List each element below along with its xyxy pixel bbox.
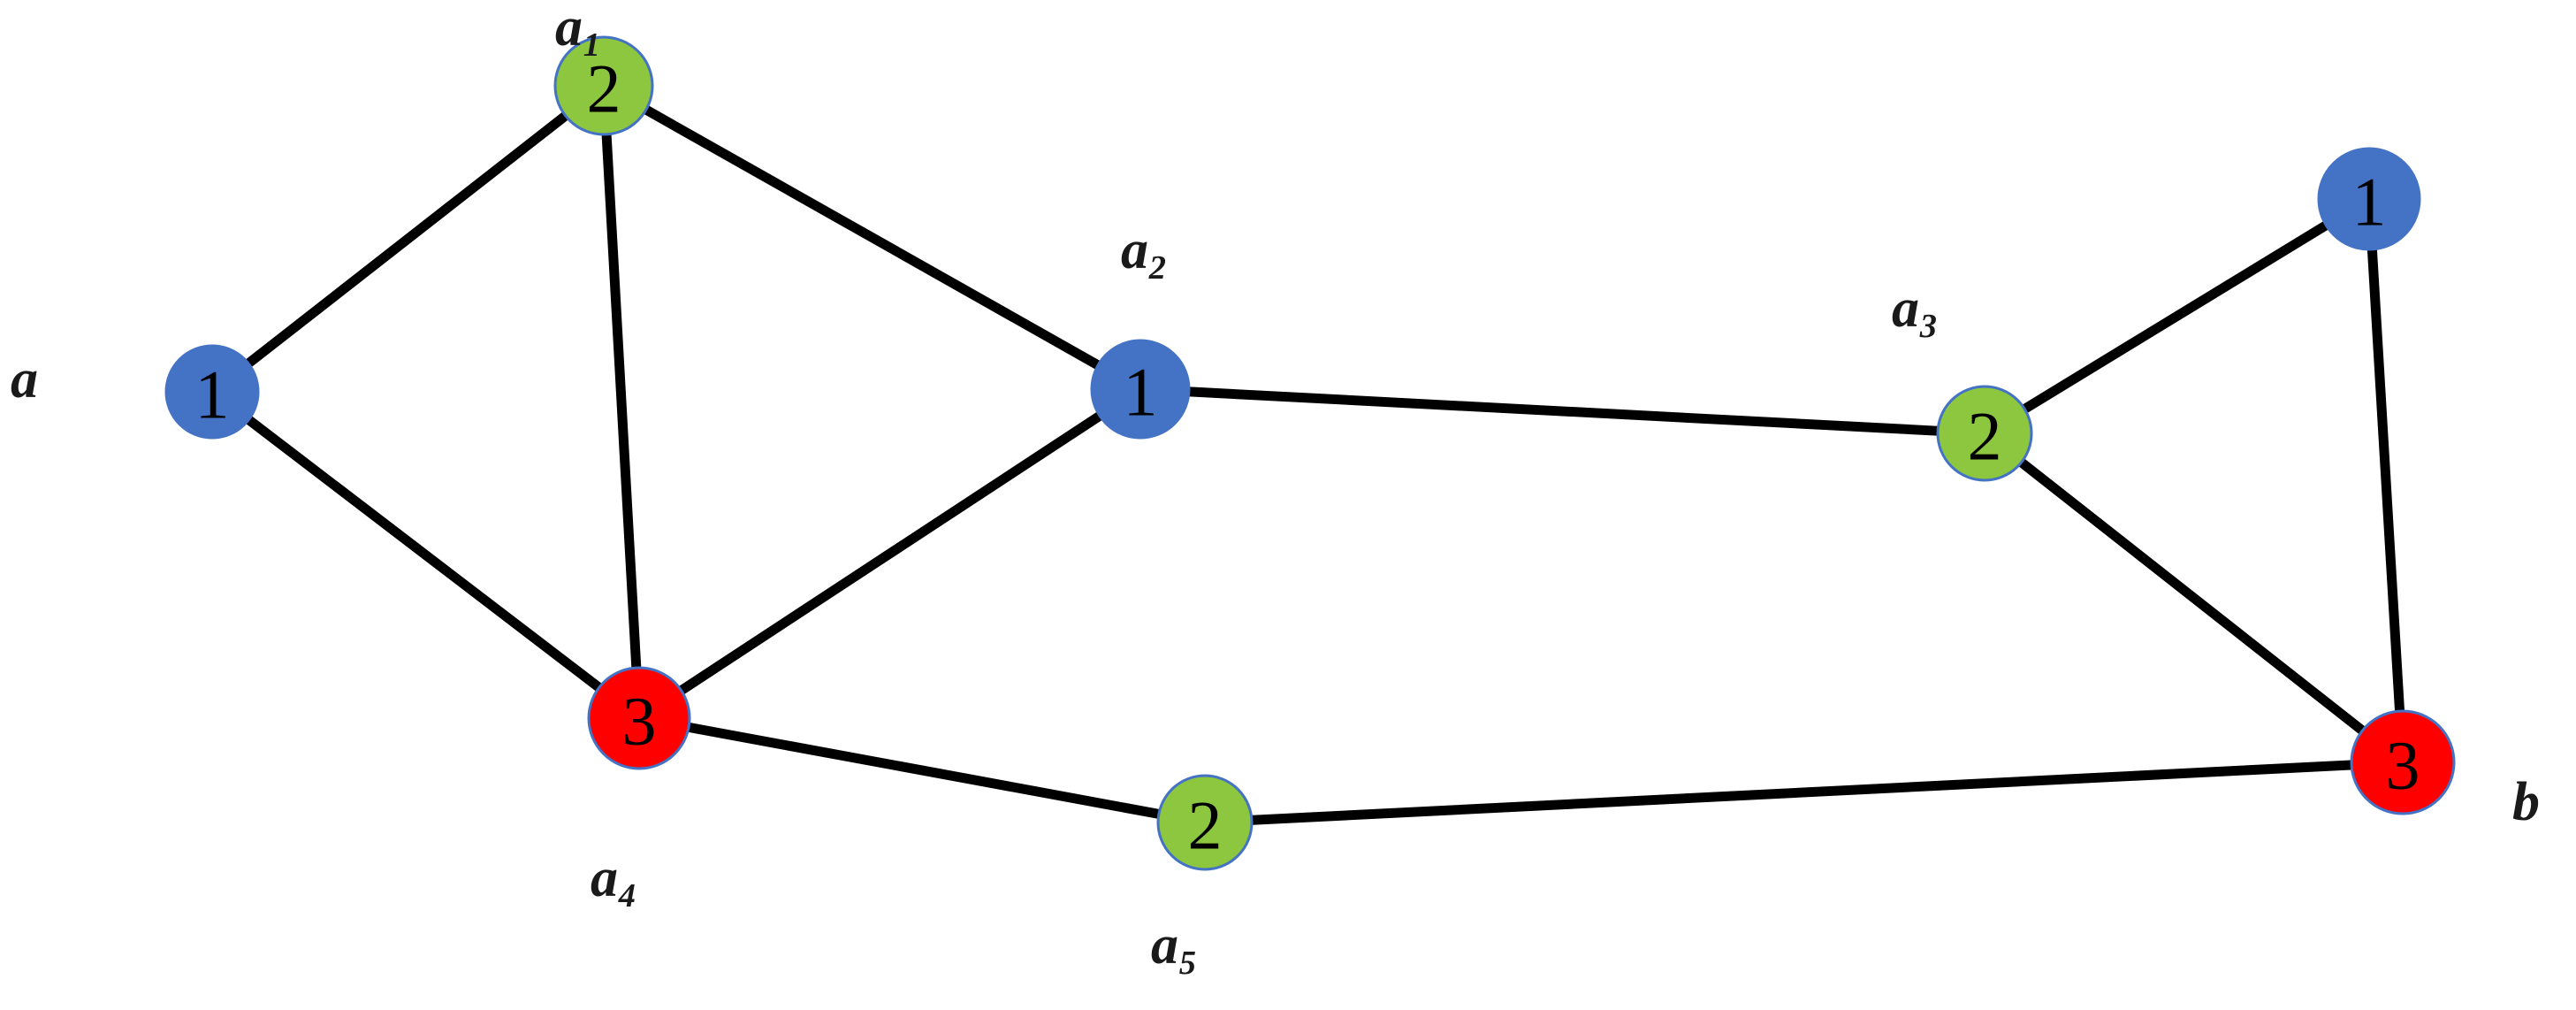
node-circle-a[interactable] bbox=[164, 344, 260, 440]
graph-edge-t1-b bbox=[2366, 245, 2405, 715]
node-circle-b[interactable] bbox=[2350, 709, 2456, 815]
graph-node-a4[interactable]: 3 bbox=[587, 666, 691, 770]
graph-edge-a1-a2 bbox=[640, 103, 1104, 371]
nodes-layer: 1 2 1 2 1 3 2 3 bbox=[164, 35, 2456, 871]
node-name-label-a3: a3 bbox=[1892, 279, 1937, 345]
graph-edge-a-a4 bbox=[242, 413, 606, 694]
graph-node-b[interactable]: 3 bbox=[2350, 709, 2456, 815]
node-value-a5: 2 bbox=[1188, 787, 1223, 864]
node-name-label-a: a bbox=[11, 349, 38, 409]
node-name-label-a4: a4 bbox=[591, 848, 636, 914]
graph-node-a5[interactable]: 2 bbox=[1156, 774, 1254, 871]
graph-edge-a5-b bbox=[1247, 760, 2356, 826]
node-circle-t1[interactable] bbox=[2317, 147, 2421, 251]
graph-edge-a3-t1 bbox=[2018, 218, 2332, 416]
graph-node-t1[interactable]: 1 bbox=[2317, 147, 2421, 251]
graph-edge-a2-a4 bbox=[675, 409, 1106, 697]
graph-node-a3[interactable]: 2 bbox=[1936, 385, 2033, 482]
node-value-b: 3 bbox=[2386, 727, 2420, 804]
node-circle-a1[interactable] bbox=[553, 35, 654, 136]
graph-node-a[interactable]: 1 bbox=[164, 344, 260, 440]
graph-edge-a-a1 bbox=[242, 110, 572, 370]
node-value-a2: 1 bbox=[1124, 354, 1158, 431]
graph-node-a2[interactable]: 1 bbox=[1090, 339, 1191, 440]
node-name-label-a2: a2 bbox=[1121, 220, 1166, 287]
node-value-a: 1 bbox=[195, 356, 230, 433]
node-value-a1: 2 bbox=[587, 50, 621, 127]
node-circle-a4[interactable] bbox=[587, 666, 691, 770]
graph-node-a1[interactable]: 2 bbox=[553, 35, 654, 136]
node-circle-a2[interactable] bbox=[1090, 339, 1191, 440]
node-value-a4: 3 bbox=[622, 683, 657, 760]
node-circle-a3[interactable] bbox=[1936, 385, 2033, 482]
graph-edge-a1-a4 bbox=[601, 130, 642, 672]
graph-edge-a3-b bbox=[2016, 455, 2368, 737]
node-name-label-b: b bbox=[2512, 772, 2540, 832]
node-name-label-a1: a1 bbox=[555, 0, 600, 64]
graph-edge-a2-a3 bbox=[1185, 386, 1942, 436]
node-value-a3: 2 bbox=[1968, 398, 2002, 475]
node-circle-a5[interactable] bbox=[1156, 774, 1254, 871]
graph-edge-a4-a5 bbox=[684, 722, 1163, 820]
node-value-t1: 1 bbox=[2352, 164, 2387, 241]
edges-layer bbox=[242, 103, 2405, 826]
node-name-label-a5: a5 bbox=[1151, 915, 1196, 982]
